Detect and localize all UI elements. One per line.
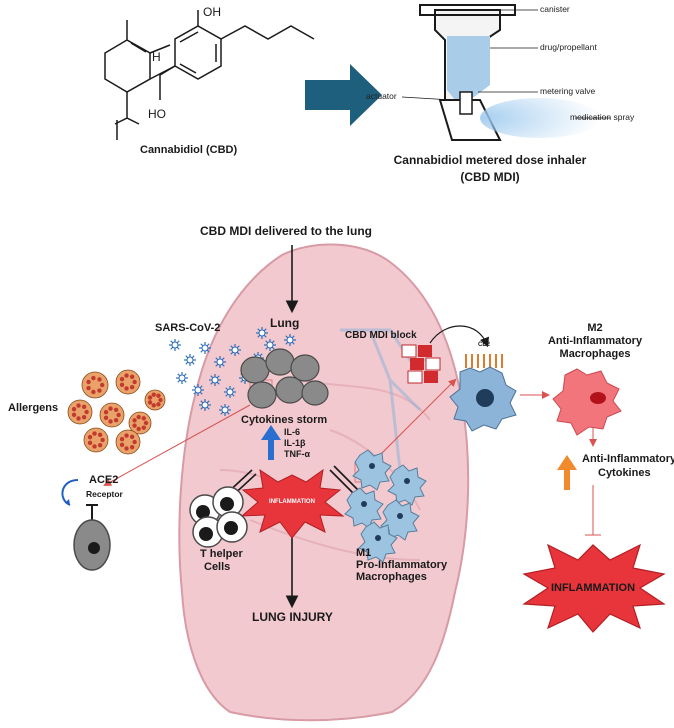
receptor-label: Receptor [86, 489, 123, 499]
cbd-mdi-block-label: CBD MDI block [345, 330, 417, 341]
cytokine-il6: IL-6 [284, 427, 301, 437]
sars-cov-2-label: SARS-CoV-2 [155, 322, 221, 334]
cytokine-storm-cells [240, 348, 329, 409]
m2-macrophage [552, 368, 622, 436]
virus-particle [229, 344, 241, 356]
allergen-particle [99, 402, 125, 428]
virus-particle [199, 342, 211, 354]
m2-label-line3: Macrophages [559, 348, 631, 360]
virus-particle [284, 334, 296, 346]
m1-nuclei [361, 463, 410, 541]
target-macrophage [449, 366, 517, 432]
ace2-receptor-cell [61, 479, 111, 571]
virus-particle [224, 386, 236, 398]
allergen-particle [83, 427, 109, 453]
cb2-receptor [465, 354, 503, 368]
cytokine-increase-arrow-icon [261, 425, 281, 460]
anti-cytokines-label-line1: Anti-Inflammatory [582, 453, 674, 465]
virus-particle [169, 339, 181, 351]
virus-particle [214, 356, 226, 368]
cytokine-il1b: IL-1β [284, 438, 306, 448]
virus-particle [256, 327, 268, 339]
allergen-particle [67, 399, 93, 425]
inflammation-big-burst-icon [522, 543, 666, 633]
atom-h-label: H [152, 50, 161, 64]
atom-ho-label: HO [148, 107, 166, 121]
m2-label-line2: Anti-Inflammatory [547, 335, 643, 347]
cbd-atom-labels: OH HO H [148, 5, 221, 121]
metering-valve-label: metering valve [540, 86, 596, 96]
cbd-mdi-block-icon [401, 325, 490, 384]
actuator-label: actuator [366, 91, 397, 101]
cbd-molecule-structure [104, 10, 315, 140]
lung-label: Lung [270, 316, 300, 330]
m1-label-line3: Macrophages [356, 571, 427, 583]
inhaler-leader-lines [401, 9, 610, 119]
cbd-molecule-caption: Cannabidiol (CBD) [140, 144, 238, 156]
virus-particle [176, 372, 188, 384]
allergens-label: Allergens [8, 402, 59, 414]
allergen-particle [144, 389, 166, 411]
inhaler-caption-line2: (CBD MDI) [460, 170, 520, 184]
virus-particle [184, 354, 196, 366]
inflammation-burst-icon [240, 468, 345, 539]
anti-cytokines-label-line2: Cytokines [598, 467, 651, 479]
cytokine-tnfa: TNF-α [284, 449, 311, 459]
t-helper-label-line2: Cells [204, 561, 231, 573]
m1-label-line1: M1 [356, 547, 372, 559]
cb2-label: CB2 [478, 342, 491, 348]
virus-particle [264, 339, 276, 351]
virus-particle [209, 374, 221, 386]
inhaler-illustration [419, 4, 600, 141]
transition-arrow-icon [305, 64, 382, 126]
allergen-particles [67, 369, 166, 455]
sars-cov-2-particles [169, 327, 296, 416]
inflammation-center-label: INFLAMMATION [269, 499, 315, 505]
m1-label-line2: Pro-Inflammatory [356, 559, 448, 571]
delivered-label: CBD MDI delivered to the lung [200, 224, 373, 238]
cytokines-storm-label: Cytokines storm [241, 414, 328, 426]
virus-particle [192, 384, 204, 396]
allergen-particle [115, 429, 141, 455]
ace2-label: ACE2 [89, 474, 119, 486]
allergen-particle [115, 369, 141, 395]
atom-oh-label: OH [203, 5, 221, 19]
m2-label-line1: M2 [587, 322, 603, 334]
inflammation-big-label: INFLAMMATION [550, 582, 636, 594]
virus-particle [199, 399, 211, 411]
allergen-particle [128, 411, 152, 435]
m1-macrophages [344, 449, 427, 563]
drug-propellant-label: drug/propellant [540, 42, 597, 52]
allergen-particle [81, 371, 109, 399]
t-helper-cells [189, 486, 248, 548]
canister-label: canister [540, 4, 570, 14]
medication-spray-label: medication spray [570, 112, 635, 122]
t-helper-label-line1: T helper [200, 548, 243, 560]
anti-cytokine-increase-arrow-icon [557, 455, 577, 490]
inhaler-caption-line1: Cannabidiol metered dose inhaler [393, 153, 587, 167]
lung-injury-label: LUNG INJURY [252, 610, 333, 624]
virus-particle [219, 404, 231, 416]
